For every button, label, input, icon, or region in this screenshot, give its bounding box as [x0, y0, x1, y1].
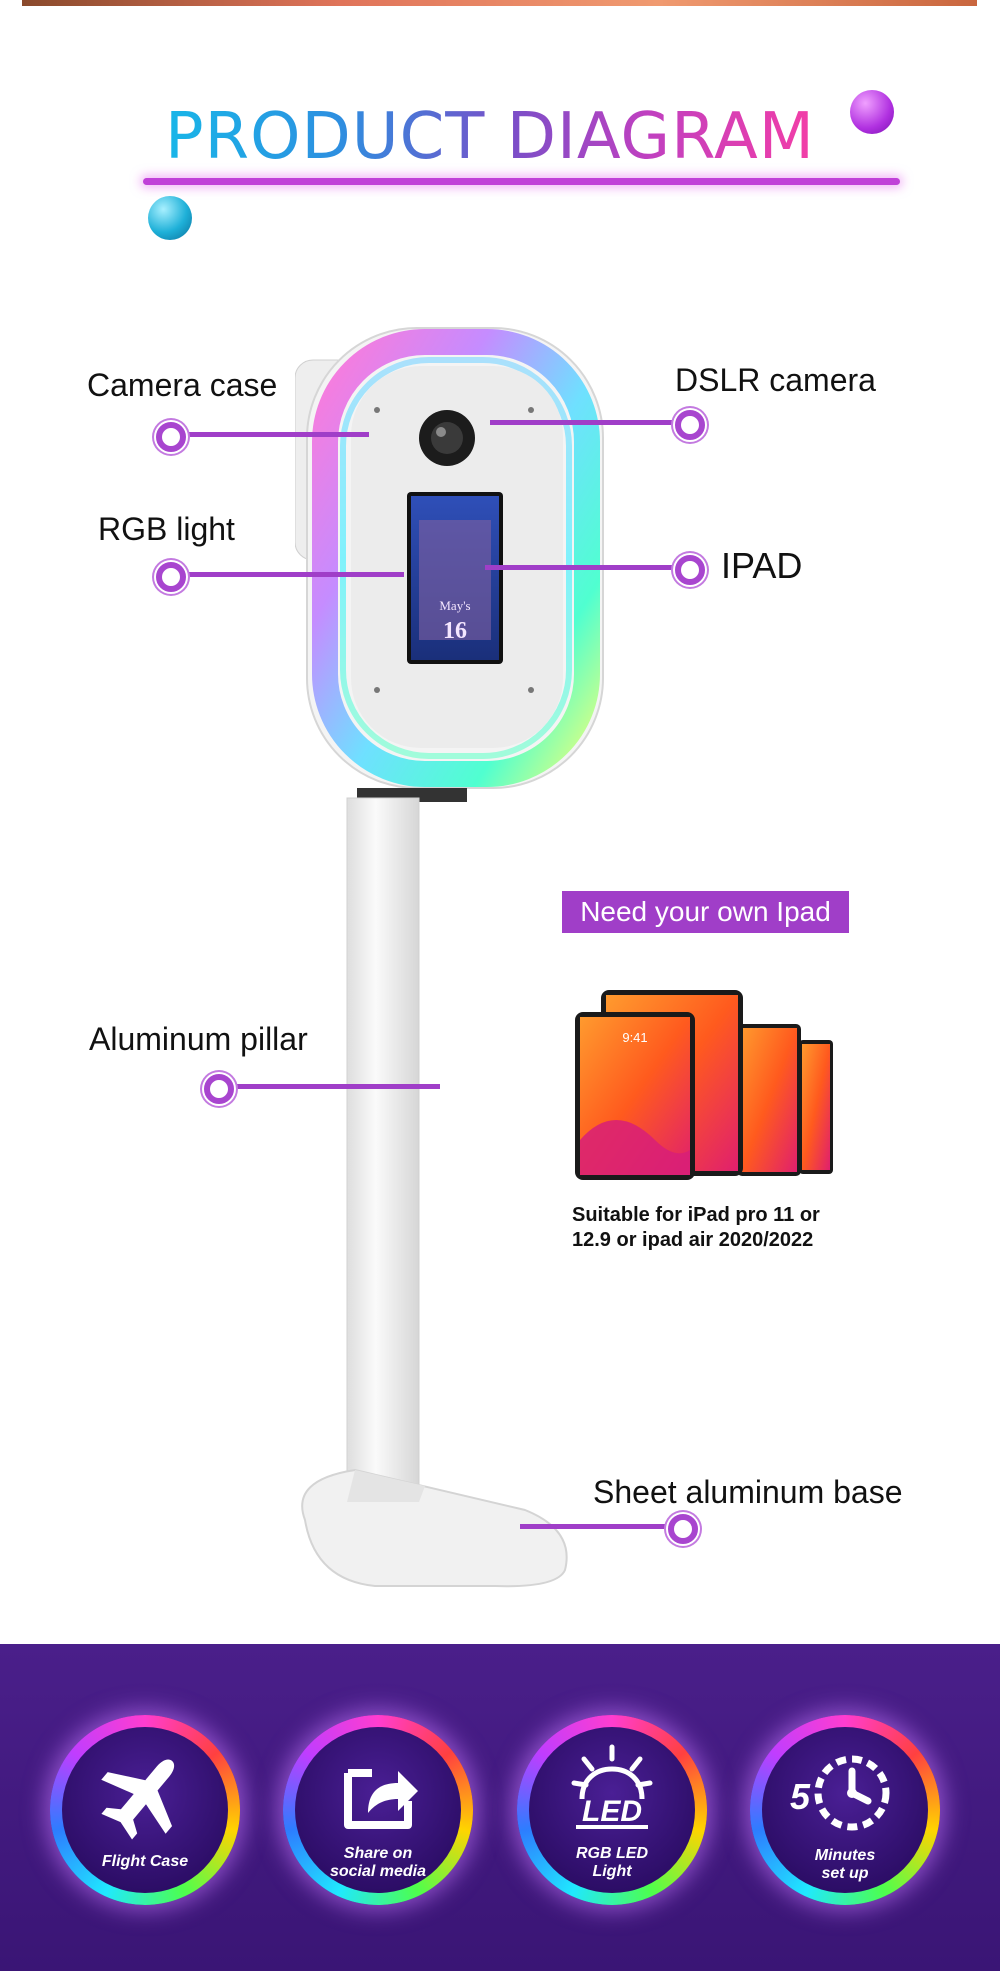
leader-aluminum-pillar — [218, 1084, 440, 1089]
photo-booth-image: May's 16 — [294, 320, 625, 1590]
pin-rgb-light — [156, 562, 186, 592]
airplane-icon — [101, 1759, 175, 1840]
feature-icons-row: Flight Case Share on social media LED RG… — [50, 1715, 950, 1915]
need-ipad-badge: Need your own Ipad — [562, 891, 849, 933]
timer-icon-number: 5 — [790, 1776, 811, 1817]
photo-booth-drawing: May's 16 — [294, 327, 604, 1588]
feature-label-flight-case: Flight Case — [101, 1853, 189, 1870]
decorative-cyan-sphere — [148, 196, 192, 240]
feature-label-setup: Minutes set up — [765, 1847, 925, 1883]
leader-camera-case — [170, 432, 369, 437]
decorative-purple-sphere — [850, 90, 894, 134]
feature-setup-line1: Minutes — [814, 1847, 876, 1864]
pin-camera-case — [156, 422, 186, 452]
feature-rgb-led: LED RGB LED Light — [517, 1715, 707, 1905]
ipad-note-line1: Suitable for iPad pro 11 or — [572, 1204, 820, 1226]
feature-setup-line2: set up — [821, 1865, 869, 1882]
feature-label-rgb-led: RGB LED Light — [532, 1845, 692, 1881]
callout-camera-case: Camera case — [87, 367, 278, 403]
callout-rgb-light: RGB light — [98, 511, 235, 547]
ipad-clock: 9:41 — [622, 1030, 647, 1045]
leader-rgb-light — [170, 572, 404, 577]
led-icon: LED — [571, 1744, 653, 1829]
feature-flight-case: Flight Case — [50, 1715, 240, 1905]
leader-ipad — [485, 565, 690, 570]
leader-dslr-camera — [490, 420, 690, 425]
pin-ipad — [675, 555, 705, 585]
feature-share-social: Share on social media — [283, 1715, 473, 1905]
callout-ipad: IPAD — [721, 545, 803, 586]
share-icon — [344, 1769, 418, 1829]
feature-led-line1: RGB LED — [576, 1845, 648, 1862]
pin-aluminum-pillar — [204, 1074, 234, 1104]
screen-text-number: 16 — [443, 618, 467, 644]
top-decorative-bar — [22, 0, 977, 6]
ipad-group-drawing: 9:41 — [575, 990, 833, 1180]
feature-share-line1: Share on — [343, 1845, 413, 1862]
led-icon-text: LED — [582, 1795, 642, 1828]
feature-five-minute-setup: 5 Minutes set up — [750, 1715, 940, 1905]
screen-text-name: May's — [439, 598, 470, 613]
title-underline — [143, 178, 900, 185]
feature-share-line2: social media — [329, 1863, 427, 1880]
ipad-models-image: 9:41 — [575, 990, 835, 1180]
callout-aluminum-pillar: Aluminum pillar — [89, 1021, 308, 1057]
pin-base — [668, 1514, 698, 1544]
leader-base — [520, 1524, 690, 1529]
callout-sheet-aluminum-base: Sheet aluminum base — [593, 1474, 903, 1510]
ipad-compatibility-note: Suitable for iPad pro 11 or 12.9 or ipad… — [572, 1203, 872, 1253]
pin-dslr-camera — [675, 410, 705, 440]
timer-icon: 5 — [790, 1755, 890, 1831]
ipad-note-line2: 12.9 or ipad air 2020/2022 — [572, 1229, 814, 1251]
page-title: PRODUCT DIAGRAM — [165, 92, 855, 182]
callout-dslr-camera: DSLR camera — [675, 362, 876, 398]
feature-label-share: Share on social media — [298, 1845, 458, 1881]
feature-led-line2: Light — [592, 1863, 632, 1880]
